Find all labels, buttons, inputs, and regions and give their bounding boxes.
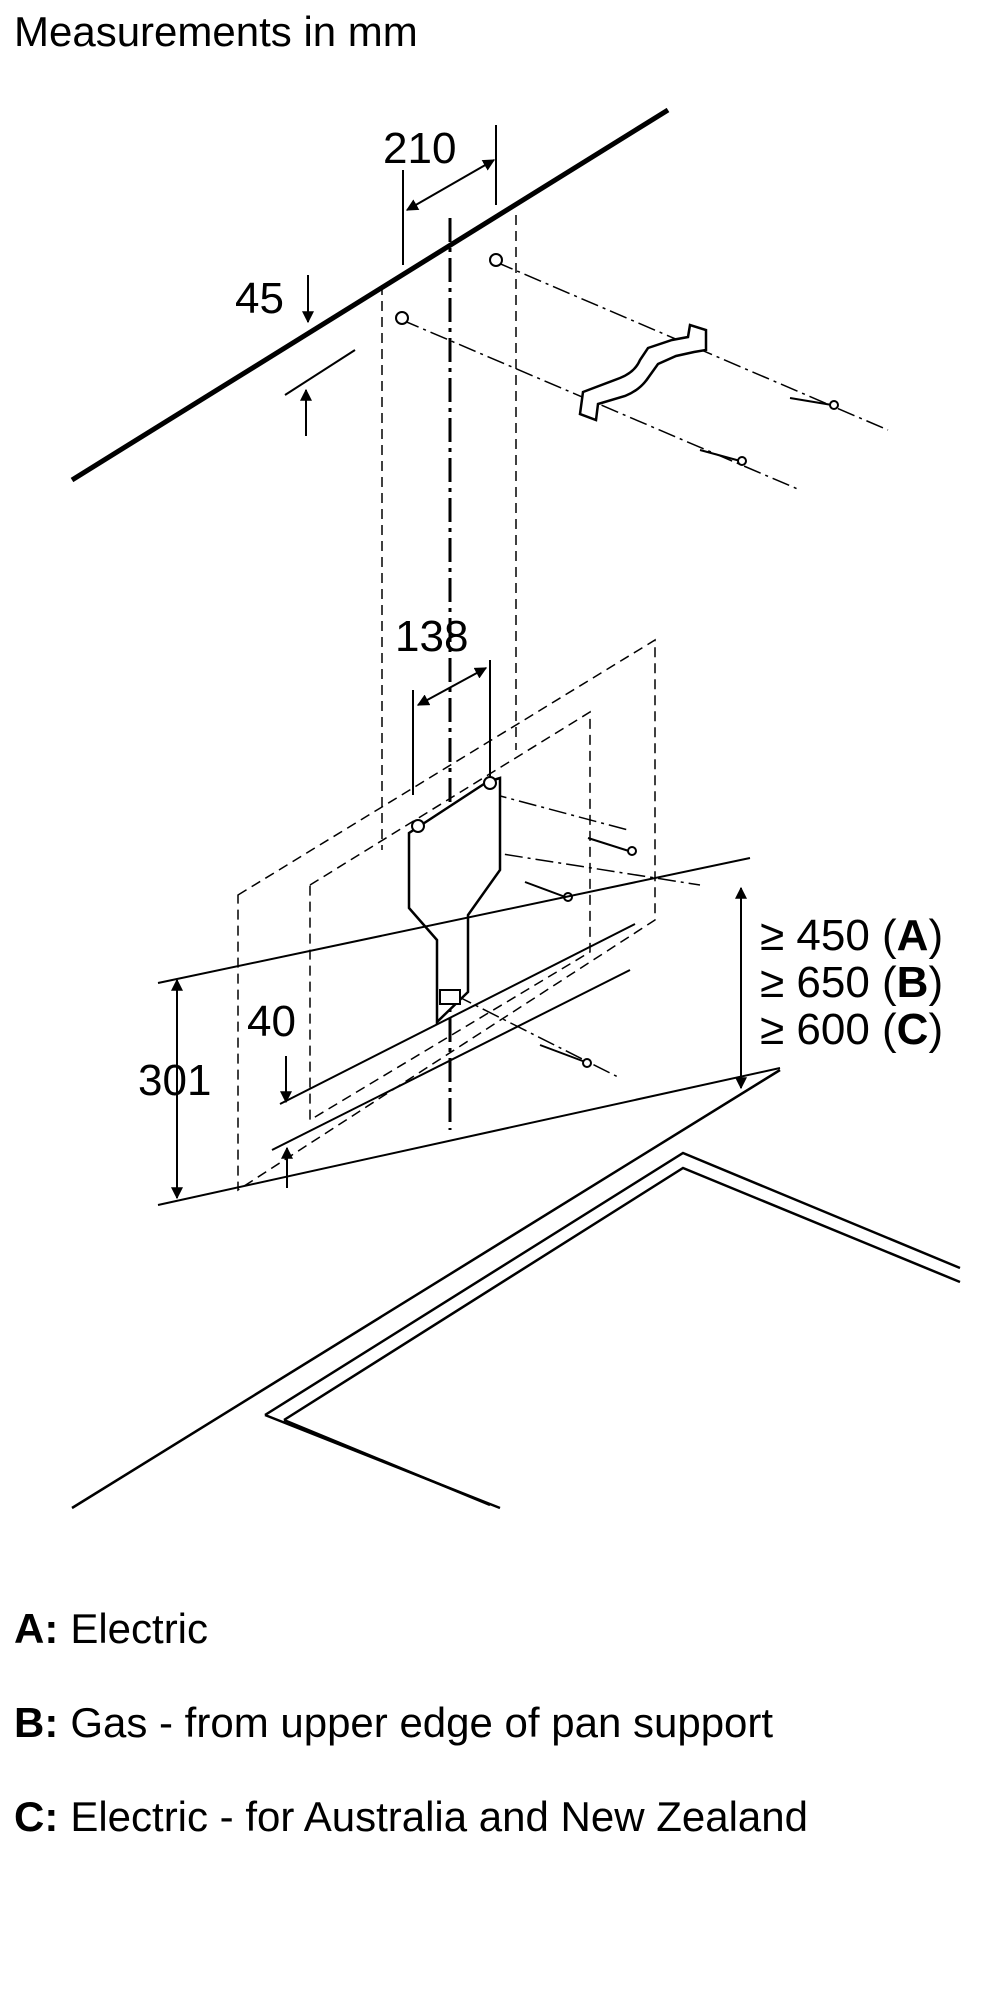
lower-bracket-clip bbox=[439, 989, 461, 1005]
legend-text-a: Electric bbox=[70, 1605, 209, 1652]
upper-hole-left bbox=[395, 311, 409, 325]
dimension-45 bbox=[284, 275, 356, 436]
legend-key-c: C: bbox=[14, 1793, 59, 1840]
legend-key-a: A: bbox=[14, 1605, 59, 1652]
clearance-b: ≥ 650 (B) bbox=[760, 958, 943, 1007]
legend-item-a: A: Electric bbox=[14, 1605, 808, 1699]
page-title: Measurements in mm bbox=[14, 8, 418, 55]
upper-bracket bbox=[578, 323, 708, 422]
legend-text-b: Gas - from upper edge of pan support bbox=[70, 1699, 774, 1746]
dimension-301-label: 301 bbox=[138, 1056, 211, 1105]
upper-hole-right bbox=[489, 253, 503, 267]
clearance-labels: ≥ 450 (A) ≥ 650 (B) ≥ 600 (C) bbox=[760, 911, 943, 1054]
dimension-40-label: 40 bbox=[247, 997, 296, 1046]
legend: A: Electric B: Gas - from upper edge of … bbox=[14, 1605, 808, 1887]
clearance-c: ≥ 600 (C) bbox=[760, 1005, 943, 1054]
dimension-40 bbox=[280, 1056, 293, 1188]
ceiling-line bbox=[70, 107, 670, 483]
dimension-210 bbox=[402, 125, 497, 265]
legend-item-c: C: Electric - for Australia and New Zeal… bbox=[14, 1793, 808, 1887]
lower-hole-right bbox=[483, 776, 497, 790]
upper-projection-lines bbox=[401, 261, 889, 491]
dimension-45-label: 45 bbox=[235, 274, 284, 323]
dimension-138 bbox=[412, 660, 491, 795]
legend-key-b: B: bbox=[14, 1699, 59, 1746]
legend-text-c: Electric - for Australia and New Zealand bbox=[70, 1793, 808, 1840]
upper-screws bbox=[699, 397, 839, 466]
guide-lines bbox=[381, 215, 517, 850]
dimension-138-label: 138 bbox=[395, 612, 468, 661]
lower-hole-left bbox=[411, 819, 425, 833]
cooktop bbox=[71, 1068, 961, 1510]
dimension-210-label: 210 bbox=[383, 124, 456, 173]
legend-item-b: B: Gas - from upper edge of pan support bbox=[14, 1699, 808, 1793]
clearance-a: ≥ 450 (A) bbox=[760, 911, 943, 960]
mounting-plane bbox=[237, 638, 656, 1192]
height-reference-lines bbox=[157, 857, 781, 1206]
